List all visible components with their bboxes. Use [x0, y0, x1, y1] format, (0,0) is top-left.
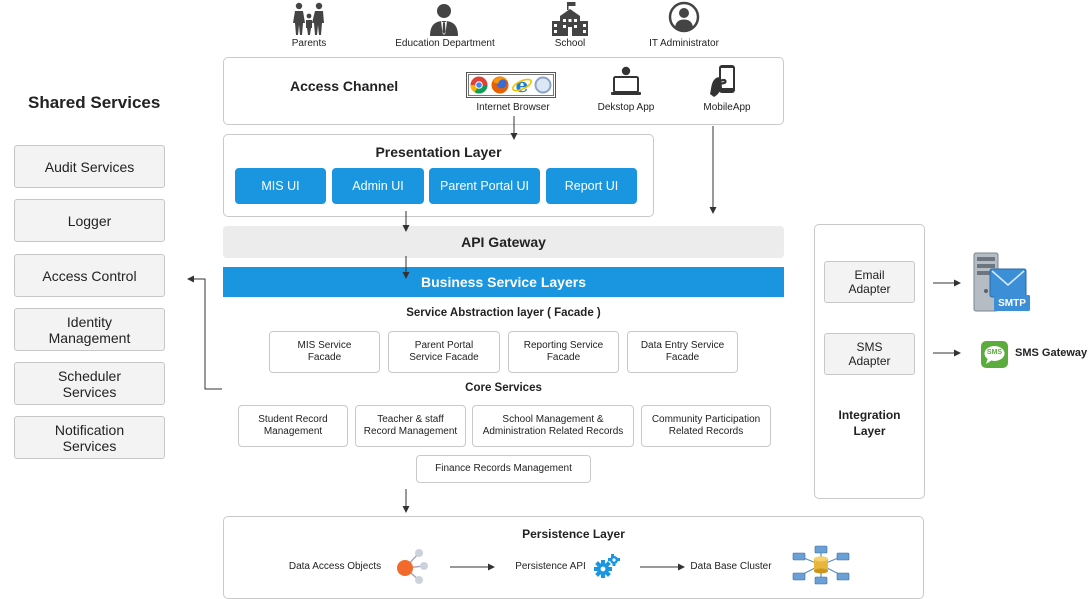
community-participation-box: Community Participation Related Records — [641, 405, 771, 447]
student-record-box: Student Record Management — [238, 405, 348, 447]
admin-ui-button: Admin UI — [332, 168, 424, 204]
stakeholder-label: Parents — [291, 38, 327, 49]
scheduler-services-box: Scheduler Services — [14, 362, 165, 405]
access-channel-title: Access Channel — [290, 78, 399, 94]
sms-icon-text: SMS — [986, 349, 1003, 356]
businessman-icon — [428, 2, 460, 36]
stakeholder-label: Education Department — [395, 38, 495, 49]
smtp-server-icon — [972, 251, 1032, 315]
teacher-staff-record-box: Teacher & staff Record Management — [355, 405, 466, 447]
dao-network-icon — [393, 546, 431, 586]
family-icon — [290, 2, 328, 36]
mis-service-facade-box: MIS Service Facade — [269, 331, 380, 373]
smtp-label: SMTP — [998, 298, 1026, 309]
business-service-layers-label: Business Service Layers — [421, 274, 586, 290]
shared-services-title: Shared Services — [28, 93, 161, 112]
svg-text:e: e — [516, 73, 529, 97]
email-adapter-box: Email Adapter — [824, 261, 915, 303]
access-channel-item: Internet Browser — [476, 102, 550, 113]
access-channel-item: MobileApp — [703, 102, 751, 113]
stakeholder-label: IT Administrator — [649, 38, 719, 49]
sms-adapter-box: SMS Adapter — [824, 333, 915, 375]
persistence-item: Data Access Objects — [288, 561, 382, 572]
access-channel-item: Dekstop App — [597, 102, 655, 113]
browsers-icon: e — [466, 72, 556, 98]
identity-management-box: Identity Management — [14, 308, 165, 351]
persistence-item: Data Base Cluster — [690, 561, 772, 572]
notification-services-box: Notification Services — [14, 416, 165, 459]
data-entry-service-facade-box: Data Entry Service Facade — [627, 331, 738, 373]
persistence-layer-title: Persistence Layer — [522, 527, 625, 541]
parent-portal-ui-button: Parent Portal UI — [429, 168, 540, 204]
report-ui-button: Report UI — [546, 168, 637, 204]
desktop-user-icon — [610, 66, 642, 98]
admin-headset-icon — [668, 1, 700, 36]
service-abstraction-title: Service Abstraction layer ( Facade ) — [406, 307, 601, 319]
persistence-item: Persistence API — [515, 561, 586, 572]
business-service-layers-bar: Business Service Layers — [223, 267, 784, 297]
core-services-title: Core Services — [465, 382, 542, 394]
gear-wrench-icon — [592, 552, 622, 582]
integration-layer-title: Integration Layer — [838, 408, 901, 438]
persistence-layer-panel: Persistence Layer — [223, 516, 924, 599]
sms-gateway-icon: SMS — [981, 341, 1008, 368]
mobile-hand-icon — [708, 64, 742, 98]
database-cluster-icon — [789, 545, 853, 585]
audit-services-box: Audit Services — [14, 145, 165, 188]
stakeholder-label: School — [554, 38, 586, 49]
logger-box: Logger — [14, 199, 165, 242]
sms-gateway-label: SMS Gateway — [1015, 347, 1088, 359]
api-gateway-label: API Gateway — [461, 234, 546, 250]
parent-portal-service-facade-box: Parent Portal Service Facade — [388, 331, 500, 373]
arrow-business-to-shared-services — [187, 275, 222, 390]
school-management-box: School Management & Administration Relat… — [472, 405, 634, 447]
access-control-box: Access Control — [14, 254, 165, 297]
school-building-icon — [551, 2, 589, 36]
finance-records-box: Finance Records Management — [416, 455, 591, 483]
api-gateway-bar: API Gateway — [223, 226, 784, 258]
mis-ui-button: MIS UI — [235, 168, 326, 204]
reporting-service-facade-box: Reporting Service Facade — [508, 331, 619, 373]
presentation-layer-title: Presentation Layer — [375, 144, 502, 160]
